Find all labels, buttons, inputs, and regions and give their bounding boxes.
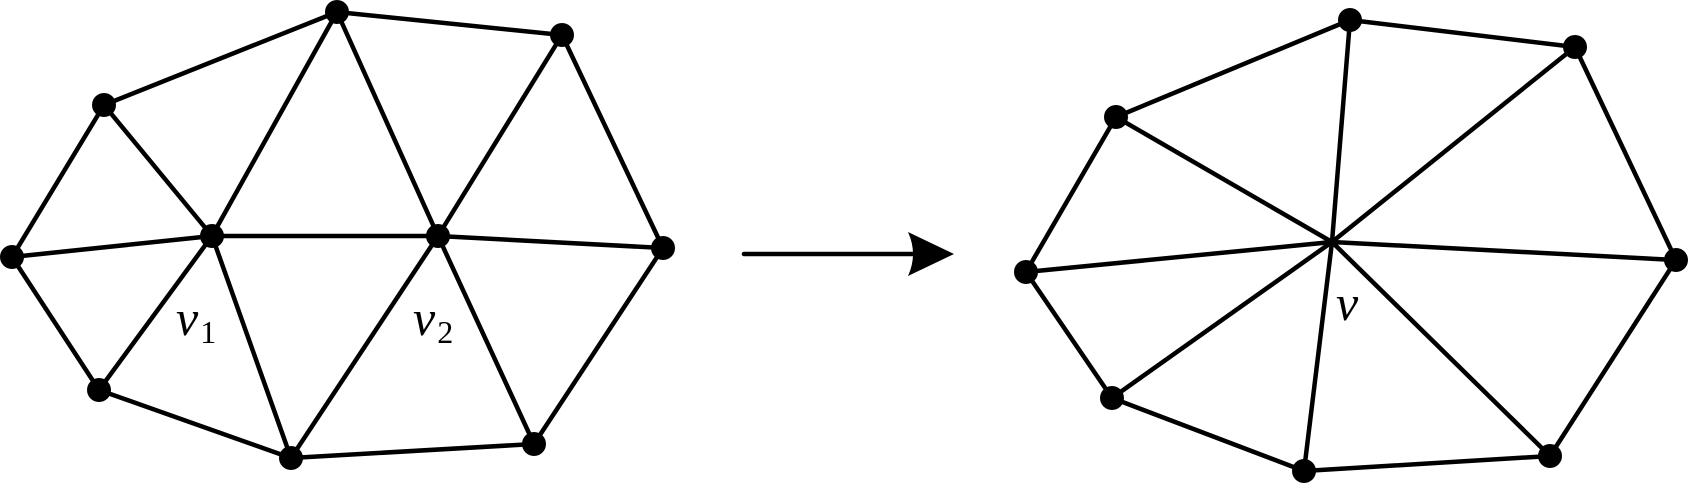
left-edge: [209, 233, 294, 461]
label-v1: v1: [176, 290, 216, 350]
right-edge: [1109, 239, 1335, 401]
right-edge: [1109, 395, 1307, 474]
right-edge: [1547, 257, 1679, 459]
left-edge: [96, 387, 294, 461]
right-edge: [1329, 17, 1353, 245]
left-vertex: [87, 378, 111, 402]
arrow-head: [908, 232, 954, 276]
left-edge: [9, 233, 215, 260]
right-edge: [1301, 453, 1553, 474]
left-vertex: [651, 236, 675, 260]
right-edge: [1113, 114, 1335, 245]
right-edge: [1347, 17, 1578, 50]
left-vertex: [325, 0, 349, 24]
left-vertex: [522, 432, 546, 456]
label-v-main: v: [1336, 275, 1359, 331]
right-edge: [1329, 239, 1553, 459]
left-vertex: [279, 446, 303, 470]
left-edge: [334, 9, 441, 239]
left-edge: [101, 102, 215, 239]
right-vertex: [1338, 8, 1362, 32]
right-vertex: [1664, 248, 1688, 272]
label-v: v: [1336, 275, 1359, 331]
right-mesh: v: [1014, 8, 1688, 483]
right-edge: [1572, 44, 1679, 263]
right-edge: [1023, 114, 1119, 275]
right-edge: [1301, 239, 1335, 474]
label-v2-sub: 2: [437, 314, 453, 350]
right-vertex: [1100, 386, 1124, 410]
right-vertex: [1563, 35, 1587, 59]
left-edge: [559, 32, 666, 251]
left-edge: [96, 233, 215, 393]
right-edge: [1329, 44, 1578, 245]
right-edge: [1023, 269, 1115, 401]
right-edge: [1329, 239, 1679, 263]
left-edge: [435, 233, 537, 447]
right-vertex: [1104, 105, 1128, 129]
label-v1-sub: 1: [200, 314, 216, 350]
left-vertex: [550, 23, 574, 47]
left-mesh: v1 v2: [0, 0, 675, 470]
label-v2-main: v: [413, 290, 436, 346]
left-edge: [288, 233, 441, 461]
right-vertex: [1292, 459, 1316, 483]
left-edge: [101, 9, 340, 108]
right-edge: [1023, 239, 1335, 275]
left-edge: [9, 254, 102, 393]
label-v1-main: v: [176, 290, 199, 346]
right-arrow-icon: [741, 232, 954, 276]
left-edge: [288, 441, 537, 461]
left-edge: [9, 102, 107, 260]
right-vertex: [1538, 444, 1562, 468]
vertex-v1: [200, 224, 224, 248]
left-edge: [209, 9, 340, 239]
left-edge: [435, 233, 666, 251]
left-edge: [435, 32, 565, 239]
right-edge: [1113, 17, 1353, 120]
left-vertex: [0, 245, 24, 269]
right-vertex: [1014, 260, 1038, 284]
left-vertex: [92, 93, 116, 117]
vertex-v2: [426, 224, 450, 248]
left-edge: [531, 245, 666, 447]
label-v2: v2: [413, 290, 453, 350]
left-edge: [334, 9, 565, 38]
